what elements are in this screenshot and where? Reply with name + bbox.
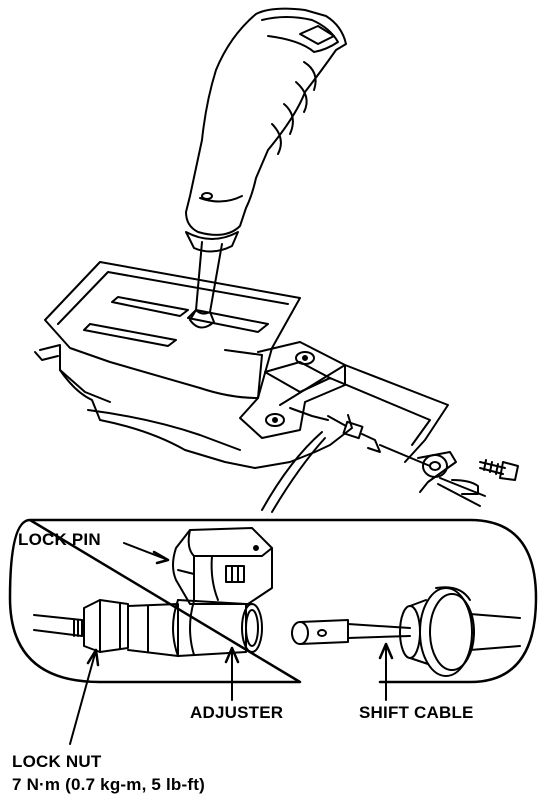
adjuster-cable-left [33, 614, 83, 637]
lock-nut [83, 599, 129, 653]
lock-pin-clip [172, 527, 273, 605]
torque-spec-label: 7 N·m (0.7 kg-m, 5 lb-ft) [12, 775, 205, 794]
shift-cable-pin [291, 619, 411, 645]
shift-lever-handle [185, 7, 347, 236]
adjuster-body [127, 599, 263, 657]
detail-leader-line-2 [271, 437, 326, 513]
console-bracket [239, 341, 346, 439]
detail-callout-oval [8, 518, 538, 684]
adjuster-leader [224, 646, 240, 701]
lock-nut-label: LOCK NUT [12, 752, 102, 771]
shift-lever-shaft [185, 231, 239, 329]
detail-leader-line [261, 431, 323, 511]
shift-cable-leader [378, 642, 394, 701]
lock-nut-leader [69, 648, 100, 745]
cable-assembly-overview [289, 407, 519, 507]
cable-plate [279, 364, 449, 463]
shift-cable-label: SHIFT CABLE [359, 703, 474, 722]
shift-cable-grommet [399, 586, 521, 677]
console-body [34, 344, 353, 469]
adjuster-label: ADJUSTER [190, 703, 284, 722]
lock-pin-label: LOCK PIN [18, 530, 101, 549]
console-top [44, 261, 301, 399]
lock-pin-leader [123, 542, 170, 565]
